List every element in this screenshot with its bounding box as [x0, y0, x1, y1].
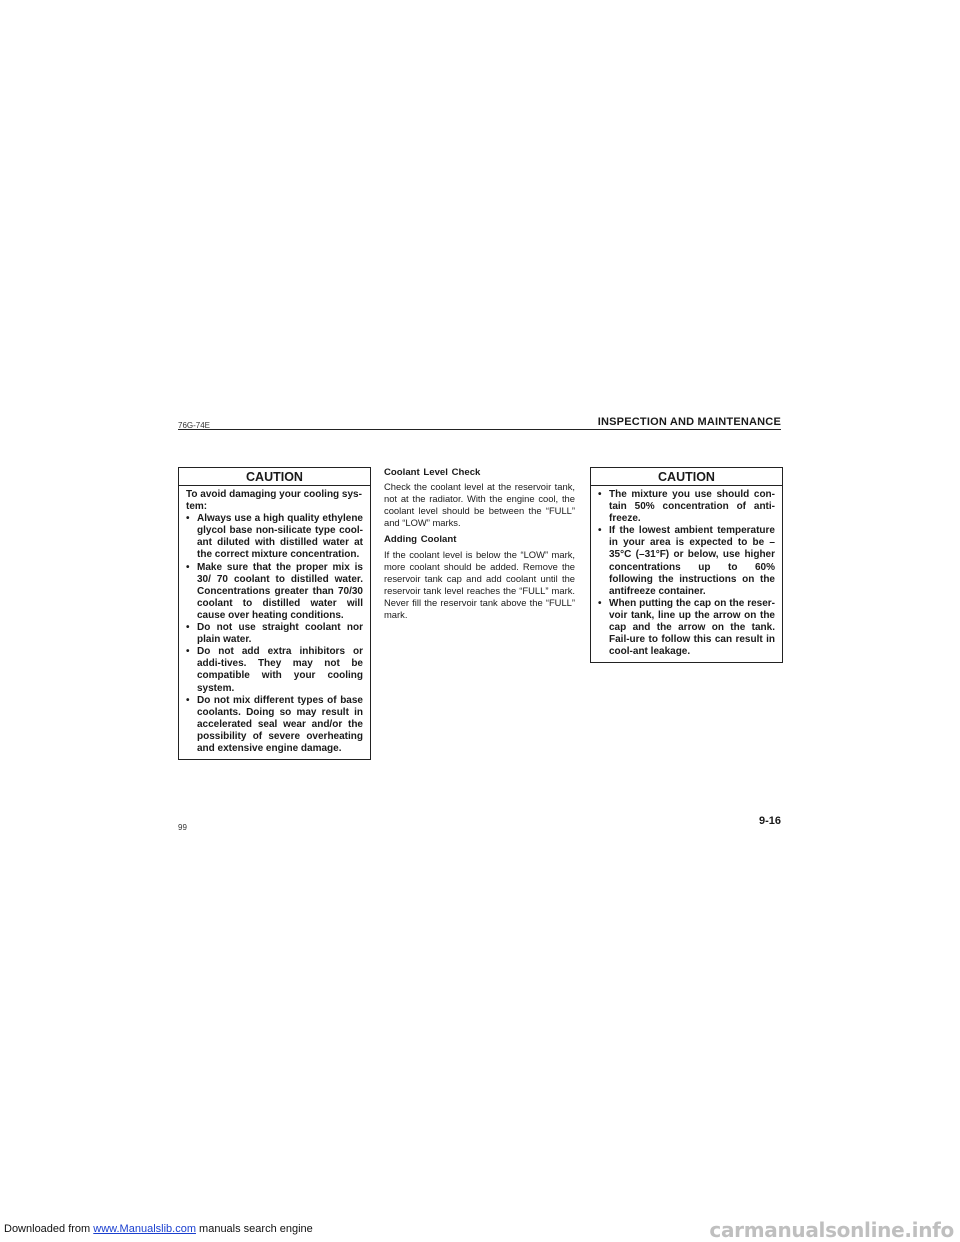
site-logo: carmanualsonline.info	[709, 1218, 954, 1242]
heading-adding-coolant: Adding Coolant	[384, 534, 457, 546]
paragraph-coolant-level-check: Check the coolant level at the reservoir…	[384, 481, 575, 529]
page-number: 9-16	[758, 815, 781, 827]
bullet-icon: •	[186, 694, 190, 706]
list-item: •When putting the cap on the reser-voir …	[598, 597, 775, 658]
document-code: 76G-74E	[178, 421, 211, 430]
caution-intro: To avoid damaging your cooling sys-tem:	[186, 489, 362, 513]
heading-coolant-level-check: Coolant Level Check	[384, 467, 481, 478]
footer-left-number: 99	[178, 823, 187, 832]
bullet-icon: •	[598, 525, 602, 537]
list-item: •The mixture you use should con-tain 50%…	[598, 489, 775, 525]
list-item: •If the lowest ambient temperature in yo…	[598, 525, 775, 597]
caution-list: •Always use a high quality ethylene glyc…	[186, 513, 363, 755]
list-item: •Do not add extra inhibitors or addi-tiv…	[186, 646, 363, 694]
caution-list: •The mixture you use should con-tain 50%…	[598, 489, 775, 658]
list-item: •Make sure that the proper mix is 30/ 70…	[186, 561, 363, 621]
coolant-instructions: Coolant Level Check Check the coolant le…	[384, 467, 575, 626]
banner-suffix: manuals search engine	[195, 1223, 313, 1235]
caution-box-antifreeze: CAUTION •The mixture you use should con-…	[590, 467, 783, 664]
bullet-icon: •	[598, 597, 602, 609]
header-divider	[178, 429, 781, 430]
list-item: •Always use a high quality ethylene glyc…	[186, 513, 363, 561]
paragraph-adding-coolant: If the coolant level is below the “LOW” …	[384, 548, 575, 621]
list-item: •Do not use straight coolant nor plain w…	[186, 622, 363, 646]
caution-title: CAUTION	[591, 468, 782, 486]
section-title: INSPECTION AND MAINTENANCE	[597, 416, 781, 428]
bullet-icon: •	[598, 489, 602, 500]
caution-box-cooling-system: CAUTION To avoid damaging your cooling s…	[178, 467, 371, 761]
list-item: •Do not mix different types of base cool…	[186, 694, 363, 754]
caution-body: To avoid damaging your cooling sys-tem: …	[179, 486, 370, 759]
caution-title: CAUTION	[179, 468, 370, 486]
bullet-icon: •	[186, 622, 190, 634]
download-banner: Downloaded from www.Manualslib.com manua…	[4, 1223, 313, 1235]
banner-prefix: Downloaded from	[4, 1223, 94, 1235]
bullet-icon: •	[186, 513, 190, 525]
caution-body: •The mixture you use should con-tain 50%…	[591, 486, 782, 662]
manualslib-link[interactable]: www.Manualslib.com	[93, 1223, 196, 1235]
bullet-icon: •	[186, 561, 190, 573]
bullet-icon: •	[186, 646, 190, 658]
